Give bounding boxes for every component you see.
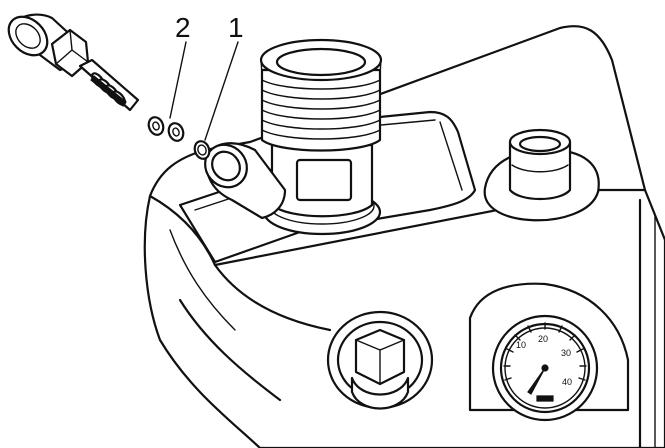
leader-line-2	[169, 41, 187, 119]
threaded-filler-neck	[259, 38, 383, 236]
leader-line-1	[204, 41, 239, 141]
valve-assembly	[7, 13, 140, 112]
callout-number-1: 1	[228, 12, 244, 43]
callout-number-2: 2	[175, 12, 191, 43]
gauge-tick-40: 40	[562, 377, 572, 387]
pressure-gauge: 10 20 30 40	[468, 282, 630, 422]
gauge-tick-20: 20	[538, 334, 548, 344]
right-socket	[483, 128, 600, 222]
neck-label-window	[295, 158, 353, 202]
side-outlet-fitting	[204, 142, 287, 220]
washer-part-2	[147, 116, 185, 142]
gauge-tick-30: 30	[561, 348, 571, 358]
o-ring-part-1	[193, 140, 211, 160]
gauge-tick-10: 10	[516, 340, 526, 350]
hex-drain-plug	[326, 310, 434, 410]
